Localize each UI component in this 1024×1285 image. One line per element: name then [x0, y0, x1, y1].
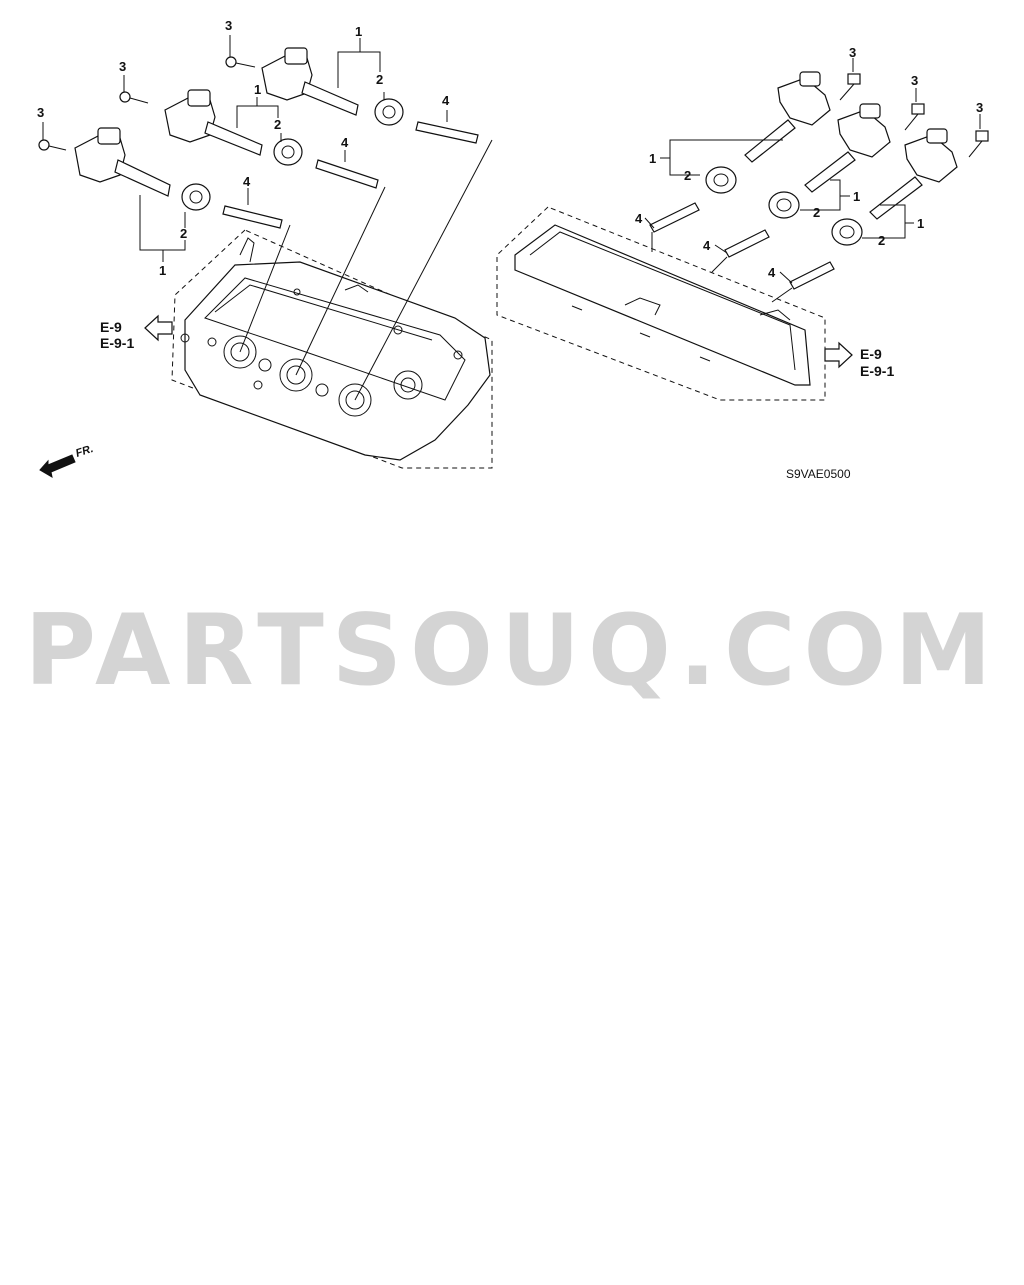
right-ignition-coil-3	[869, 128, 958, 220]
callout-3: 3	[225, 18, 232, 33]
right-reference-label-1[interactable]: E-9	[860, 346, 882, 362]
callout-3: 3	[911, 73, 918, 88]
callout-2: 2	[180, 226, 187, 241]
left-leader-lines	[42, 35, 493, 401]
right-bolts	[839, 73, 989, 158]
callout-1: 1	[355, 24, 362, 39]
callout-1: 1	[159, 263, 166, 278]
left-ignition-coil-2	[164, 89, 263, 156]
callout-1: 1	[853, 189, 860, 204]
callout-2: 2	[376, 72, 383, 87]
callout-4: 4	[768, 265, 776, 280]
left-ignition-coil-1	[74, 127, 171, 197]
right-arrow-icon	[824, 341, 853, 369]
left-reference[interactable]: E-9 E-9-1	[100, 314, 173, 351]
callout-3: 3	[37, 105, 44, 120]
callout-numbers: 3 3 3 1 2 1 2 4 4 4 2 1 3 3 3 1 2 1 2 1 …	[37, 18, 983, 280]
callout-1: 1	[917, 216, 924, 231]
left-reference-label-1[interactable]: E-9	[100, 319, 122, 335]
right-ignition-coil-2	[804, 103, 891, 193]
callout-4: 4	[243, 174, 251, 189]
left-seals	[181, 98, 404, 211]
callout-1: 1	[254, 82, 261, 97]
right-ignition-coil-1	[744, 71, 831, 163]
callout-1: 1	[649, 151, 656, 166]
left-arrow-icon	[144, 314, 173, 342]
callout-2: 2	[684, 168, 691, 183]
callout-3: 3	[976, 100, 983, 115]
drawing-code: S9VAE0500	[786, 467, 851, 481]
left-bolts	[38, 56, 256, 151]
front-direction: FR.	[39, 443, 95, 478]
left-ignition-coil-3	[261, 47, 359, 116]
callout-4: 4	[635, 211, 643, 226]
callout-3: 3	[119, 59, 126, 74]
callout-3: 3	[849, 45, 856, 60]
callout-4: 4	[341, 135, 349, 150]
callout-2: 2	[274, 117, 281, 132]
right-valve-cover	[496, 206, 826, 401]
left-reference-label-2[interactable]: E-9-1	[100, 335, 134, 351]
callout-2: 2	[813, 205, 820, 220]
callout-2: 2	[878, 233, 885, 248]
callout-4: 4	[442, 93, 450, 108]
right-reference[interactable]: E-9 E-9-1	[824, 341, 894, 379]
front-label: FR.	[74, 443, 95, 460]
right-reference-label-2[interactable]: E-9-1	[860, 363, 894, 379]
right-leader-lines	[644, 58, 981, 303]
watermark: PARTSOUQ.COM	[25, 594, 1000, 708]
callout-4: 4	[703, 238, 711, 253]
front-arrow-icon	[39, 454, 76, 478]
left-spark-plugs	[222, 121, 479, 229]
right-spark-plugs	[649, 202, 835, 290]
left-valve-cover	[171, 229, 493, 469]
right-seals	[705, 166, 863, 246]
